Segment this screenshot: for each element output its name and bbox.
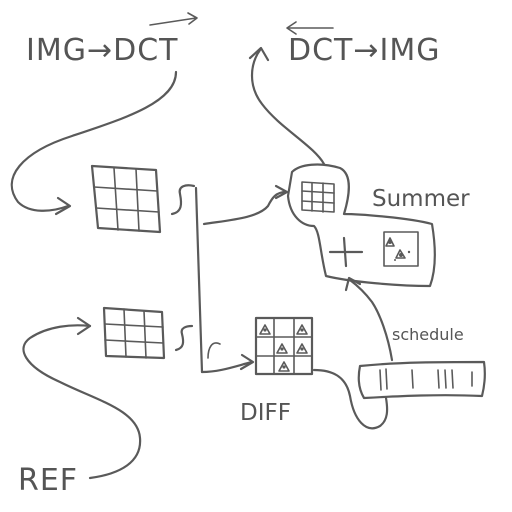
- summer-to-idct-arrow: [248, 46, 326, 166]
- summer-label: Summer: [372, 186, 470, 212]
- top-grid-bracket: [170, 184, 196, 216]
- diff-to-schedule-curve: [312, 368, 389, 430]
- ref-label: REF: [18, 463, 78, 498]
- summer-diff-icon: [383, 231, 419, 267]
- bottom-grid-bracket: [174, 324, 194, 352]
- title-img-to-dct: IMG→DCT: [26, 33, 179, 68]
- title-dct-to-img: DCT→IMG: [288, 33, 441, 68]
- summer-grid-icon: [301, 181, 335, 213]
- grid-to-summer-arrow: [202, 184, 289, 226]
- dct-to-grid-arrow: [10, 70, 178, 216]
- schedule-strip: [357, 360, 486, 400]
- schedule-to-summer-arrow: [344, 276, 394, 362]
- diff-grid: [254, 316, 314, 376]
- dct-inverse-overline: [286, 21, 334, 35]
- vertical-connector: [194, 186, 204, 374]
- dct-grid-top: [90, 164, 162, 234]
- branch-to-diff-arrow: [200, 342, 255, 374]
- dct-forward-overline: [149, 12, 198, 26]
- ref-to-grid-arrow: [22, 316, 142, 480]
- plus-icon: [328, 236, 364, 268]
- diff-label: DIFF: [240, 400, 291, 426]
- schedule-label: schedule: [392, 325, 464, 344]
- dct-grid-bottom: [102, 306, 166, 360]
- summer-block: [286, 163, 436, 288]
